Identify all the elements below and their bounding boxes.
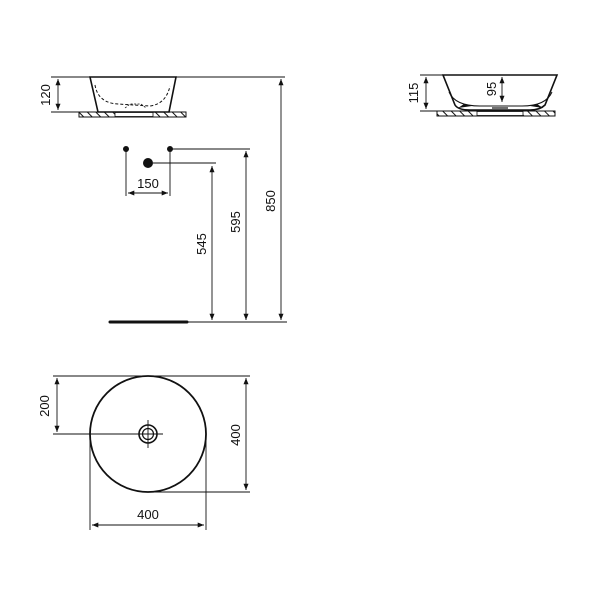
dim-center-offset: 200 — [37, 395, 52, 417]
dim-countertop-height: 850 — [263, 190, 278, 212]
dim-tap-height: 595 — [228, 211, 243, 233]
plan-view: 200 400 400 — [37, 375, 250, 530]
wall-elevation-view: 150 545 595 850 — [108, 79, 287, 324]
dim-plan-width: 400 — [137, 507, 159, 522]
dim-bowl-depth: 95 — [484, 82, 499, 96]
front-view: 120 — [38, 76, 285, 118]
basin-side-outline — [441, 74, 559, 111]
dim-plan-depth: 400 — [228, 424, 243, 446]
waste-connection — [143, 158, 153, 168]
basin-front-inner-dashed — [94, 84, 171, 107]
dim-waste-height: 545 — [194, 233, 209, 255]
dim-side-outer-height: 115 — [406, 83, 421, 104]
dim-front-height: 120 — [38, 84, 53, 106]
side-section-view: 115 95 — [406, 74, 559, 117]
basin-front-outline — [88, 76, 177, 113]
dim-tap-spacing: 150 — [137, 176, 159, 191]
